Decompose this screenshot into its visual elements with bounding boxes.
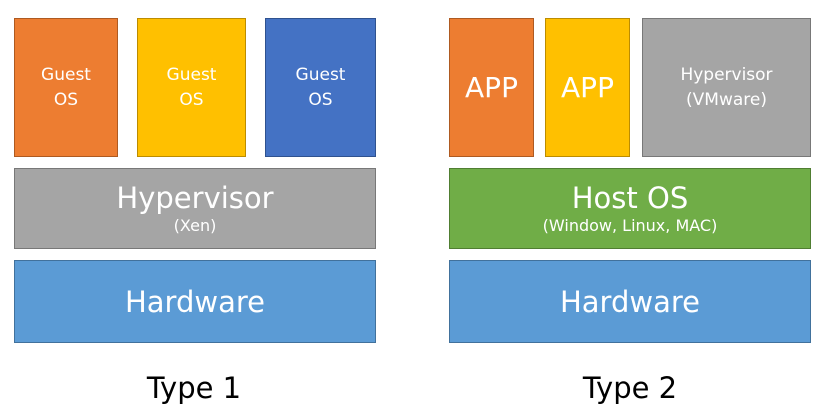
type1-caption: Type 1 — [146, 371, 242, 405]
type1-hypervisor-box: Hypervisor (Xen) — [14, 168, 376, 249]
app-label: APP — [561, 71, 614, 104]
hypervisor-label-line2: (VMware) — [686, 89, 767, 110]
hardware-label: Hardware — [124, 284, 265, 319]
type2-caption: Type 2 — [582, 371, 678, 405]
type2-app-box-1: APP — [449, 18, 534, 157]
hypervisor-subtitle: (Xen) — [173, 215, 217, 235]
guest-os-label-line1: Guest — [295, 64, 346, 85]
guest-os-label-line2: OS — [179, 89, 204, 110]
hardware-label: Hardware — [559, 284, 700, 319]
host-os-title: Host OS — [571, 180, 689, 215]
type2-hardware-box: Hardware — [449, 260, 811, 343]
host-os-subtitle: (Window, Linux, MAC) — [542, 215, 718, 235]
guest-os-label-line2: OS — [308, 89, 333, 110]
type2-host-os-box: Host OS (Window, Linux, MAC) — [449, 168, 811, 249]
hypervisor-title: Hypervisor — [116, 180, 274, 215]
type1-guest-os-box-1: Guest OS — [14, 18, 118, 157]
app-label: APP — [465, 71, 518, 104]
type2-hypervisor-box: Hypervisor (VMware) — [642, 18, 811, 157]
hypervisor-label-line1: Hypervisor — [680, 64, 773, 85]
type2-app-box-2: APP — [545, 18, 630, 157]
guest-os-label-line1: Guest — [166, 64, 217, 85]
guest-os-label-line2: OS — [53, 89, 79, 110]
type1-guest-os-box-3: Guest OS — [265, 18, 376, 157]
guest-os-label-line1: Guest — [41, 64, 91, 85]
type1-hardware-box: Hardware — [14, 260, 376, 343]
type1-guest-os-box-2: Guest OS — [137, 18, 246, 157]
